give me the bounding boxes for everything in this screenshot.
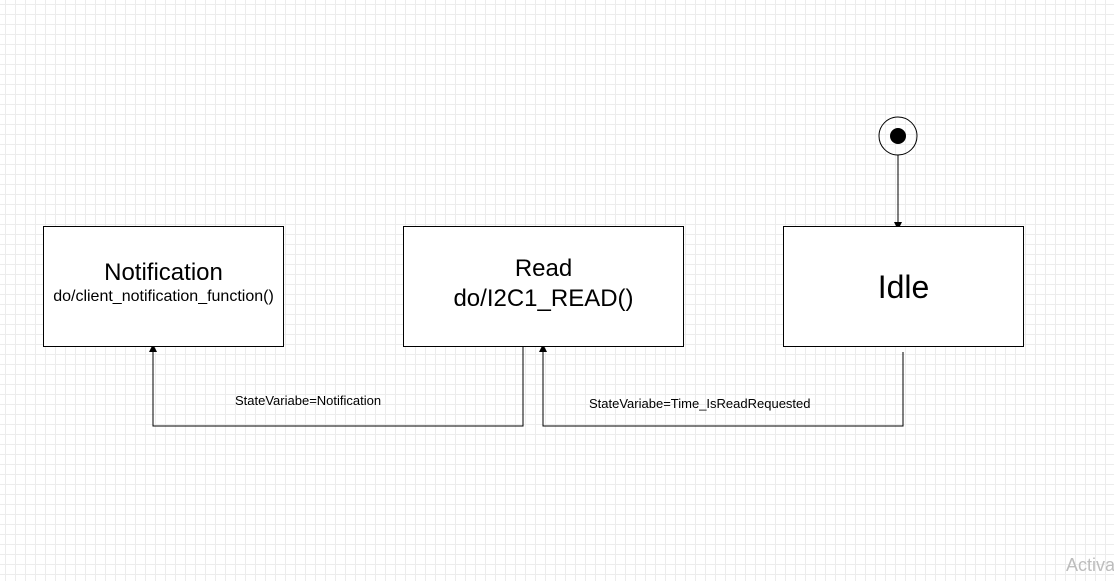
state-idle-name: Idle — [877, 268, 930, 305]
state-read-activity: do/I2C1_READ() — [453, 284, 634, 312]
transition-label-idle-to-read: StateVariabe=Time_IsReadRequested — [589, 396, 811, 411]
state-read-name: Read — [514, 254, 573, 282]
state-read[interactable]: Read do/I2C1_READ() — [403, 226, 684, 347]
activation-watermark: Activa — [1066, 555, 1114, 575]
transition-idle-to-read — [539, 344, 904, 427]
transition-read-to-notification — [149, 344, 524, 427]
state-idle[interactable]: Idle — [783, 226, 1024, 347]
state-notification-activity: do/client_notification_function() — [53, 288, 274, 305]
initial-state-dot — [890, 128, 906, 144]
transition-label-read-to-notification: StateVariabe=Notification — [235, 393, 382, 408]
state-notification[interactable]: Notification do/client_notification_func… — [43, 226, 284, 347]
state-notification-name: Notification — [104, 259, 223, 286]
